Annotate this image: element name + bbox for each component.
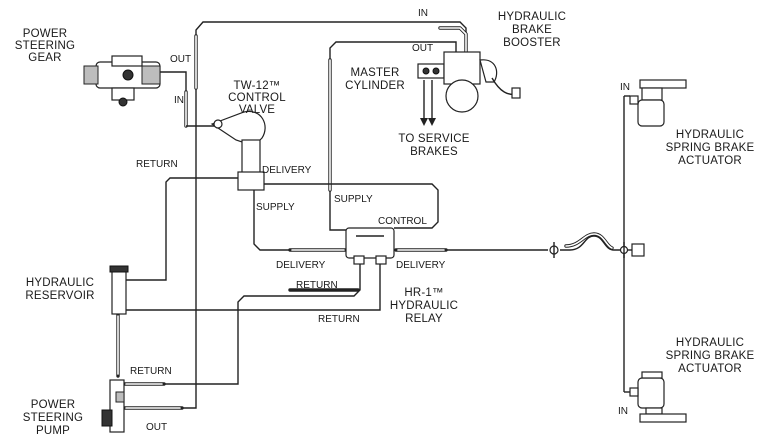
- svg-text:HYDRAULIC: HYDRAULIC: [498, 11, 566, 23]
- port-actuator-bottom-in: IN: [618, 406, 628, 417]
- label-brake-booster: HYDRAULIC BRAKE BOOSTER: [498, 11, 566, 49]
- svg-text:RELAY: RELAY: [405, 313, 443, 325]
- label-pump: POWER STEERING PUMP: [23, 399, 83, 437]
- svg-text:GEAR: GEAR: [28, 52, 61, 64]
- svg-text:BOOSTER: BOOSTER: [503, 37, 561, 49]
- port-pump-return: RETURN: [130, 366, 172, 377]
- port-gear-in: IN: [174, 95, 184, 106]
- brake-booster-shape: [417, 51, 521, 113]
- port-labels: OUT IN IN OUT RETURN DELIVERY SUPPLY SUP…: [130, 8, 630, 433]
- port-booster-out: OUT: [412, 43, 433, 54]
- spring-actuator-top-shape: [629, 79, 687, 127]
- label-spring-actuator-top: HYDRAULIC SPRING BRAKE ACTUATOR: [666, 129, 755, 167]
- svg-text:HYDRAULIC: HYDRAULIC: [676, 129, 744, 141]
- svg-text:VALVE: VALVE: [239, 104, 275, 116]
- reservoir-shape: [109, 265, 129, 315]
- svg-text:SPRING BRAKE: SPRING BRAKE: [666, 350, 755, 362]
- port-booster-in: IN: [418, 8, 428, 19]
- svg-text:STEERING: STEERING: [23, 412, 83, 424]
- svg-text:RESERVOIR: RESERVOIR: [25, 290, 94, 302]
- fittings: [549, 242, 645, 258]
- port-relay-return-lower: RETURN: [318, 314, 360, 325]
- port-relay-delivery-left: DELIVERY: [276, 260, 326, 271]
- port-relay-delivery-right: DELIVERY: [396, 260, 446, 271]
- label-control-valve: TW-12™ CONTROL VALVE: [228, 80, 286, 116]
- hydraulic-relay-shape: [345, 227, 395, 265]
- port-pump-out: OUT: [146, 422, 167, 433]
- svg-text:ACTUATOR: ACTUATOR: [678, 363, 742, 375]
- port-valve-delivery: DELIVERY: [262, 165, 312, 176]
- port-relay-return-upper: RETURN: [296, 280, 338, 291]
- svg-text:HYDRAULIC: HYDRAULIC: [676, 337, 744, 349]
- svg-text:PUMP: PUMP: [36, 425, 70, 437]
- control-valve-shape: [210, 110, 266, 191]
- svg-text:POWER: POWER: [23, 28, 67, 40]
- label-service-brakes: TO SERVICE BRAKES: [398, 133, 469, 158]
- pump-shape: [101, 379, 125, 433]
- svg-text:HR-1™: HR-1™: [404, 287, 443, 299]
- svg-text:CONTROL: CONTROL: [228, 92, 286, 104]
- port-actuator-top-in: IN: [620, 82, 630, 93]
- port-valve-return: RETURN: [136, 159, 178, 170]
- svg-text:POWER: POWER: [31, 399, 75, 411]
- label-reservoir: HYDRAULIC RESERVOIR: [25, 277, 94, 302]
- svg-text:ACTUATOR: ACTUATOR: [678, 155, 742, 167]
- svg-text:BRAKES: BRAKES: [410, 146, 458, 158]
- svg-text:TW-12™: TW-12™: [234, 80, 281, 92]
- label-master-cylinder: MASTER CYLINDER: [345, 67, 405, 92]
- svg-text:HYDRAULIC: HYDRAULIC: [390, 300, 458, 312]
- svg-text:STEERING: STEERING: [15, 40, 75, 52]
- port-valve-supply: SUPPLY: [256, 202, 295, 213]
- label-power-steering-gear: POWER STEERING GEAR: [15, 28, 75, 64]
- label-spring-actuator-bottom: HYDRAULIC SPRING BRAKE ACTUATOR: [666, 337, 755, 375]
- port-relay-supply: SUPPLY: [334, 194, 373, 205]
- label-hydraulic-relay: HR-1™ HYDRAULIC RELAY: [390, 287, 458, 325]
- svg-text:TO SERVICE: TO SERVICE: [398, 133, 469, 145]
- svg-text:SPRING BRAKE: SPRING BRAKE: [666, 142, 755, 154]
- service-brake-arrows: [420, 80, 436, 126]
- svg-text:MASTER: MASTER: [350, 67, 399, 79]
- port-relay-control: CONTROL: [378, 216, 427, 227]
- port-gear-out: OUT: [170, 54, 191, 65]
- spring-actuator-bottom-shape: [629, 371, 687, 423]
- svg-text:BRAKE: BRAKE: [512, 24, 552, 36]
- svg-text:CYLINDER: CYLINDER: [345, 80, 405, 92]
- power-steering-gear-shape: [83, 55, 161, 107]
- svg-text:HYDRAULIC: HYDRAULIC: [26, 277, 94, 289]
